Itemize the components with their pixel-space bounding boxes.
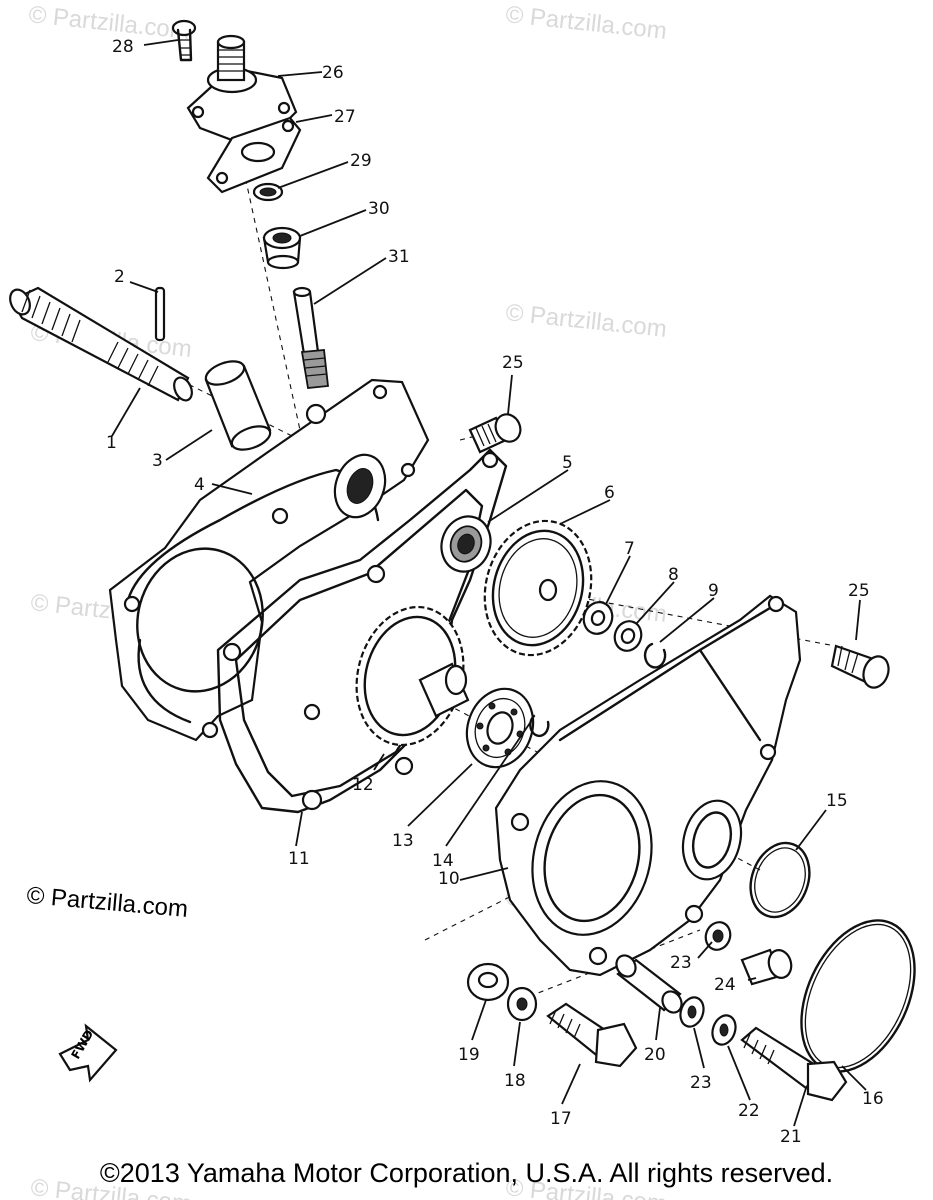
pin-2 [154, 286, 166, 342]
callout-23-lower: 23 [690, 1073, 712, 1093]
callout-20: 20 [644, 1045, 666, 1065]
driven-gear-shaft-31 [292, 286, 329, 389]
callout-29: 29 [350, 151, 372, 171]
callout-11: 11 [288, 849, 310, 869]
callout-25-lower: 25 [848, 581, 870, 601]
bolt-25-upper [468, 413, 522, 454]
callout-27: 27 [334, 107, 356, 127]
callout-24: 24 [714, 975, 736, 995]
bearing-13 [465, 687, 535, 769]
snap-ring-15 [749, 841, 811, 919]
callout-26: 26 [322, 63, 344, 83]
bolt-17 [546, 1002, 638, 1068]
callout-3: 3 [152, 451, 163, 471]
gasket-11 [216, 448, 508, 814]
washer-23-lower [679, 996, 705, 1028]
dowel-20 [615, 954, 683, 1014]
callout-21: 21 [780, 1127, 802, 1147]
callout-2: 2 [114, 267, 125, 287]
callout-8: 8 [668, 565, 679, 585]
callout-12: 12 [352, 775, 374, 795]
washer-18 [506, 986, 538, 1022]
bushing-30 [262, 226, 302, 270]
circlip-9 [643, 642, 667, 669]
collar-3 [204, 360, 272, 451]
callout-16: 16 [862, 1089, 884, 1109]
callout-labels: 1 2 3 4 5 6 7 8 9 10 11 12 13 14 15 16 1… [106, 37, 884, 1147]
callout-30: 30 [368, 199, 390, 219]
leader-lines [111, 39, 867, 1127]
callout-13: 13 [392, 831, 414, 851]
washer-8 [613, 620, 643, 652]
gasket-27 [206, 116, 302, 194]
callout-22: 22 [738, 1101, 760, 1121]
bolt-21 [740, 1026, 848, 1102]
watermark: © Partzilla.com [27, 1, 191, 45]
callout-7: 7 [624, 539, 635, 559]
callout-9: 9 [708, 581, 719, 601]
callout-18: 18 [504, 1071, 526, 1091]
fwd-arrow-icon: FWD [58, 1023, 118, 1083]
callout-17: 17 [550, 1109, 572, 1129]
watermark: © Partzilla.com [504, 299, 668, 343]
gear-12 [355, 605, 470, 747]
bolt-25-lower [830, 644, 890, 689]
callout-23-upper: 23 [670, 953, 692, 973]
callout-10: 10 [438, 869, 460, 889]
cover-10 [494, 594, 802, 977]
copyright-footer: ©2013 Yamaha Motor Corporation, U.S.A. A… [99, 1158, 834, 1188]
washer-19 [466, 962, 510, 1002]
bearing-5 [440, 515, 492, 573]
callout-25-upper: 25 [502, 353, 524, 373]
gear-6 [483, 519, 593, 657]
callout-31: 31 [388, 247, 410, 267]
callout-15: 15 [826, 791, 848, 811]
callout-14: 14 [432, 851, 454, 871]
seal-29 [252, 182, 284, 202]
case-4 [108, 378, 430, 742]
screw-28 [171, 19, 197, 62]
bolt-24 [740, 948, 793, 986]
callout-19: 19 [458, 1045, 480, 1065]
washer-22 [711, 1014, 737, 1046]
callout-28: 28 [112, 37, 134, 57]
callout-1: 1 [106, 433, 117, 453]
callout-6: 6 [604, 483, 615, 503]
callout-5: 5 [562, 453, 573, 473]
watermark: © Partzilla.com [504, 1, 668, 45]
washer-7 [582, 601, 614, 635]
callout-4: 4 [194, 475, 205, 495]
worm-shaft-1 [9, 286, 193, 402]
